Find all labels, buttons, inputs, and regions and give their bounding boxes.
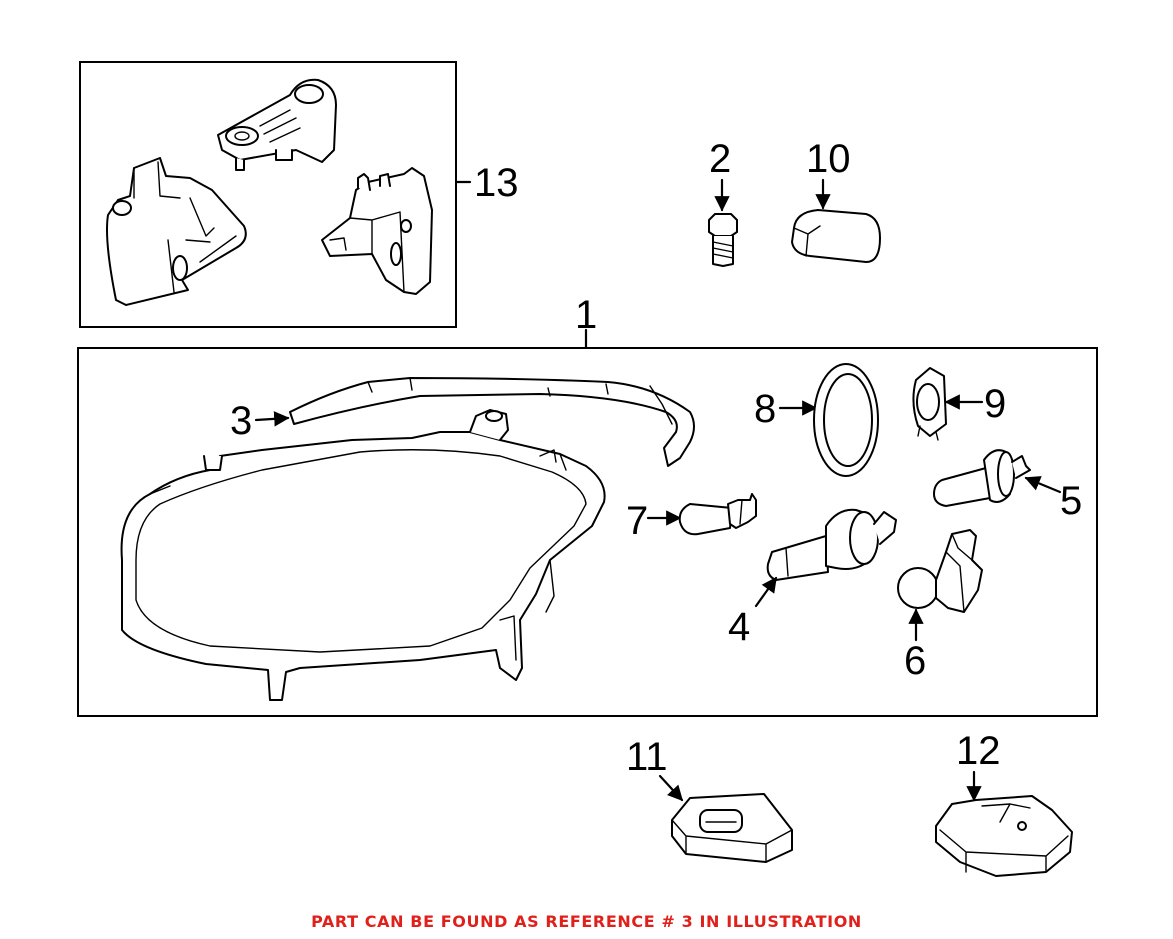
turn-signal-bulb[interactable] xyxy=(897,529,983,613)
halogen-bulb[interactable] xyxy=(933,449,1031,507)
reference-note: PART CAN BE FOUND AS REFERENCE # 3 IN IL… xyxy=(311,912,862,931)
callout-11-arrow xyxy=(658,774,684,802)
headlamp-bulb[interactable] xyxy=(766,508,897,581)
callout-9[interactable]: 9 xyxy=(984,382,1006,426)
right-mount-bracket[interactable] xyxy=(321,167,433,295)
callout-10[interactable]: 10 xyxy=(806,137,851,181)
ballast-control-unit[interactable] xyxy=(671,793,793,863)
callout-7[interactable]: 7 xyxy=(626,499,648,543)
callout-4-arrow xyxy=(754,576,778,608)
headlamp-housing[interactable] xyxy=(120,409,606,701)
seal-gasket[interactable] xyxy=(813,363,879,477)
callout-5[interactable]: 5 xyxy=(1060,479,1082,523)
callout-6[interactable]: 6 xyxy=(904,639,926,683)
callout-2[interactable]: 2 xyxy=(709,137,731,181)
callout-3-arrow xyxy=(254,411,290,427)
callout-12[interactable]: 12 xyxy=(956,729,1001,773)
callout-3[interactable]: 3 xyxy=(230,399,252,443)
callout-1[interactable]: 1 xyxy=(575,293,597,337)
bolt[interactable] xyxy=(708,213,738,267)
callout-4[interactable]: 4 xyxy=(728,605,750,649)
callout-8[interactable]: 8 xyxy=(754,387,776,431)
upper-mount-bracket[interactable] xyxy=(217,78,337,171)
callout-11[interactable]: 11 xyxy=(626,735,668,779)
callout-5-arrow xyxy=(1024,476,1062,494)
callout-13[interactable]: 13 xyxy=(474,161,519,205)
led-control-module[interactable] xyxy=(935,795,1073,877)
headlamp-assembly-box xyxy=(77,347,1098,717)
wedge-bulb[interactable] xyxy=(678,493,757,536)
bracket-kit-box xyxy=(79,61,457,328)
left-mount-bracket[interactable] xyxy=(106,157,247,306)
headlamp-trim-strip[interactable] xyxy=(289,377,695,467)
headlamp-cap[interactable] xyxy=(791,209,881,263)
bulb-socket[interactable] xyxy=(912,367,947,441)
